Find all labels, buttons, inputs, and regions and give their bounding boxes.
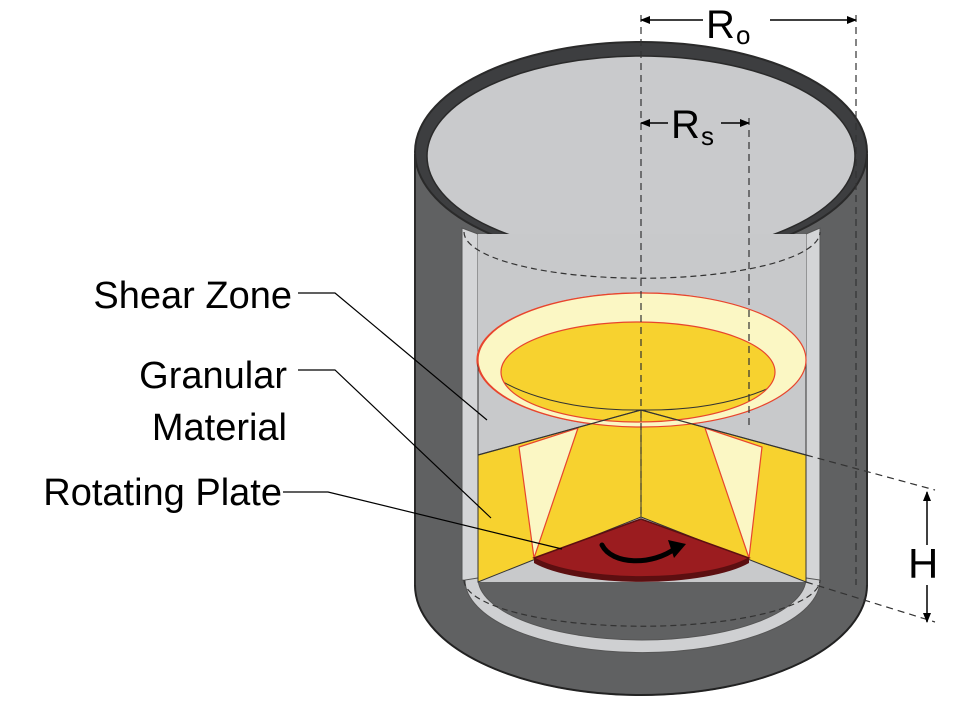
rotation-arrow-icon bbox=[599, 542, 679, 564]
outer-radius-dimension: R o bbox=[640, 3, 857, 50]
callout-leaders bbox=[283, 292, 563, 550]
shear-radius-label: R bbox=[671, 103, 700, 147]
rotating-plate bbox=[532, 518, 751, 582]
shear-radius-subscript: s bbox=[701, 121, 714, 151]
outer-radius-subscript: o bbox=[736, 20, 750, 50]
rotating-plate-label: Rotating Plate bbox=[43, 472, 282, 514]
height-dimension: H bbox=[908, 491, 938, 623]
outer-radius-label: R bbox=[706, 3, 735, 47]
granular-material-label-line1: Granular bbox=[139, 355, 287, 397]
shear-radius-dimension: R s bbox=[640, 103, 750, 151]
granular-material-label-line2: Material bbox=[152, 407, 287, 449]
height-label: H bbox=[908, 540, 938, 587]
shear-zone bbox=[477, 292, 807, 559]
axis-guides bbox=[640, 15, 936, 623]
shear-zone-label: Shear Zone bbox=[93, 275, 292, 317]
callout-labels: Shear Zone Granular Material Rotating Pl… bbox=[43, 275, 292, 514]
rotation-arrowhead-icon bbox=[668, 540, 686, 558]
